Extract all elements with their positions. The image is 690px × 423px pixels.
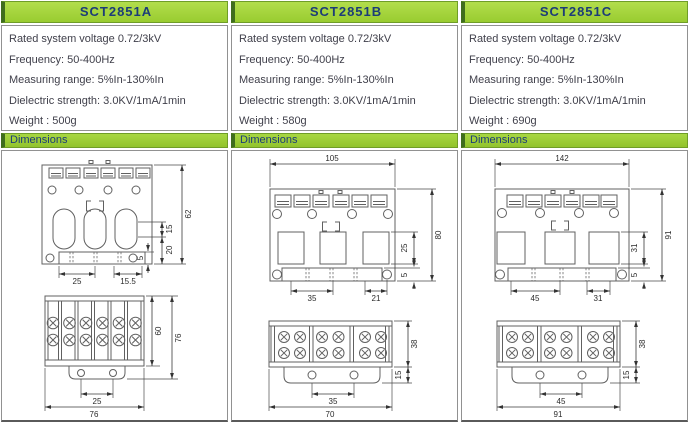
dim-top-hole-pitch: 25 xyxy=(73,277,82,286)
dimension-drawing-panel: 62 15 20 5 25 15.5 xyxy=(1,150,228,422)
product-title: SCT2851C xyxy=(461,1,688,23)
dimensions-header: Dimensions xyxy=(461,133,688,148)
dim-front-hole-pitch: 35 xyxy=(329,397,338,406)
spec-measuring-range: Measuring range: 5%In-130%In xyxy=(9,74,164,86)
dim-front-total-height: 76 xyxy=(174,333,183,342)
dim-top-height: 62 xyxy=(184,209,193,218)
spec-voltage: Rated system voltage 0.72/3kV xyxy=(239,33,392,45)
product-title: SCT2851B xyxy=(231,1,458,23)
dim-front-width: 76 xyxy=(90,410,99,419)
dimensions-header: Dimensions xyxy=(231,133,458,148)
spec-measuring-range: Measuring range: 5%In-130%In xyxy=(239,74,394,86)
dimension-drawing-panel: 105 80 25 xyxy=(231,150,458,422)
dim-top-offset: 15.5 xyxy=(120,277,136,286)
spec-weight: Weight : 500g xyxy=(9,115,77,127)
front-view: 38 15 35 70 xyxy=(268,320,419,419)
screw-terminals xyxy=(278,331,387,359)
dim-top-strip: 5 xyxy=(630,272,639,277)
product-column-c: SCT2851C Rated system voltage 0.72/3kV F… xyxy=(461,1,688,422)
dim-front-height: 38 xyxy=(638,339,647,348)
screw-terminals xyxy=(506,331,615,359)
dim-top-strip: 5 xyxy=(136,255,145,260)
top-view: 142 91 31 xyxy=(494,154,673,303)
dim-top-offset: 21 xyxy=(372,294,381,303)
dim-top-offset: 31 xyxy=(594,294,603,303)
dim-top-width: 142 xyxy=(555,154,569,163)
dim-top-width: 105 xyxy=(325,154,339,163)
spec-frequency: Frequency: 50-400Hz xyxy=(239,53,345,66)
spec-measuring-range: Measuring range: 5%In-130%In xyxy=(469,74,624,86)
spec-voltage: Rated system voltage 0.72/3kV xyxy=(9,33,162,45)
spec-weight: Weight : 580g xyxy=(239,115,307,127)
dim-front-hole-pitch: 25 xyxy=(93,397,102,406)
top-view: 105 80 25 xyxy=(269,154,443,303)
spec-weight: Weight : 690g xyxy=(469,115,537,127)
dim-front-hole-pitch: 45 xyxy=(557,397,566,406)
spec-frequency: Frequency: 50-400Hz xyxy=(469,53,575,66)
spec-list: Rated system voltage 0.72/3kV Frequency:… xyxy=(231,25,458,131)
dim-front-width: 70 xyxy=(326,410,335,419)
dim-top-seg-lower: 20 xyxy=(165,245,174,254)
front-view: 60 76 25 76 xyxy=(44,295,183,419)
front-view: 38 15 45 91 xyxy=(496,320,647,419)
spec-list: Rated system voltage 0.72/3kV Frequency:… xyxy=(461,25,688,131)
dim-top-strip: 5 xyxy=(400,272,409,277)
dim-front-width: 91 xyxy=(554,410,563,419)
dimension-drawing-panel: 142 91 31 xyxy=(461,150,688,422)
dim-top-hole-pitch: 45 xyxy=(531,294,540,303)
dim-top-hole-height: 25 xyxy=(400,243,409,252)
dimension-drawing: 142 91 31 xyxy=(494,154,673,419)
dim-top-height: 91 xyxy=(664,230,673,239)
dim-top-hole-height: 31 xyxy=(630,243,639,252)
spec-voltage: Rated system voltage 0.72/3kV xyxy=(469,33,622,45)
dim-top-seg-upper: 15 xyxy=(165,224,174,233)
spec-frequency: Frequency: 50-400Hz xyxy=(9,53,115,66)
dim-front-height: 38 xyxy=(410,339,419,348)
dimensions-header: Dimensions xyxy=(1,133,228,148)
dim-front-tab: 15 xyxy=(394,370,403,379)
dimension-drawing: 62 15 20 5 25 15.5 xyxy=(41,160,193,419)
top-view: 62 15 20 5 25 15.5 xyxy=(41,160,193,286)
dim-front-body-height: 60 xyxy=(154,326,163,335)
product-column-b: SCT2851B Rated system voltage 0.72/3kV F… xyxy=(231,1,458,422)
spec-dielectric: Dielectric strength: 3.0KV/1mA/1min xyxy=(9,94,186,107)
product-column-a: SCT2851A Rated system voltage 0.72/3kV F… xyxy=(1,1,228,422)
dimension-drawing: 105 80 25 xyxy=(268,154,443,419)
dim-front-tab: 15 xyxy=(622,370,631,379)
dim-top-hole-pitch: 35 xyxy=(308,294,317,303)
dim-top-height: 80 xyxy=(434,230,443,239)
spec-list: Rated system voltage 0.72/3kV Frequency:… xyxy=(1,25,228,131)
spec-dielectric: Dielectric strength: 3.0KV/1mA/1min xyxy=(469,94,646,107)
product-title: SCT2851A xyxy=(1,1,228,23)
spec-dielectric: Dielectric strength: 3.0KV/1mA/1min xyxy=(239,94,416,107)
